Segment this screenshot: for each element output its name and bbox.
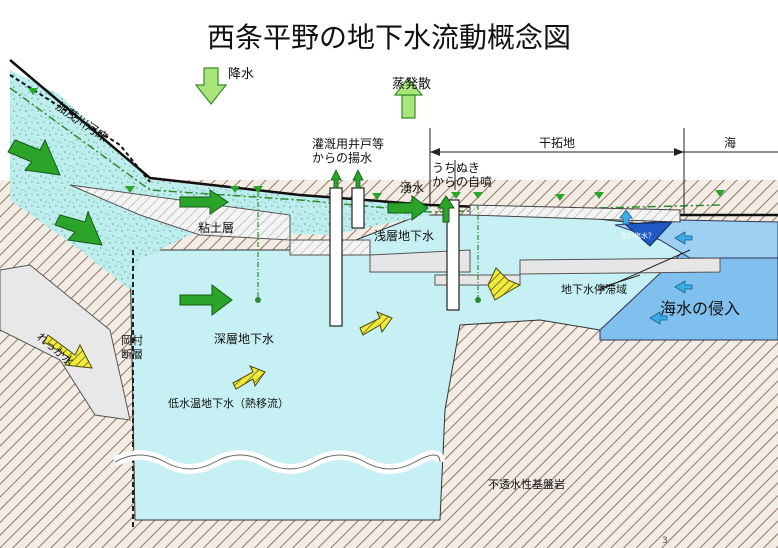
- stagnation-label: 地下水停滞域: [561, 282, 627, 296]
- seawater-arrows: [619, 209, 693, 325]
- ground-surface: [9, 59, 778, 217]
- irrigation-label-1: 灌漑用井戸等: [312, 137, 384, 151]
- river-bed-line: [9, 74, 151, 183]
- diagram-title: 西条平野の地下水流動概念図: [207, 21, 571, 54]
- uchinuki-well: [446, 199, 460, 311]
- clay-layer-right: [519, 257, 721, 275]
- evaporation-label: 蒸発散: [392, 77, 431, 92]
- sea-label: 海: [724, 135, 736, 150]
- old-saltwater-wedge: [623, 221, 674, 247]
- uchinuki-label-1: うちぬき: [432, 161, 480, 175]
- bedrock-label: 不透水性基盤岩: [488, 477, 565, 491]
- irrigation-well-1: [329, 187, 343, 327]
- uchinuki-label-2: からの自噴: [432, 175, 492, 189]
- flow-arrows: [7, 138, 455, 316]
- fissure-zone: [0, 264, 131, 421]
- old-saltwater-label: 古い塩水？: [620, 231, 655, 240]
- fault-label-2: 断層: [121, 347, 143, 361]
- precip-evap-arrows: [194, 67, 424, 119]
- irrigation-well-2: [351, 187, 365, 229]
- clay-layer-lens: [369, 249, 471, 273]
- shallow-gw-label: 浅層地下水: [374, 229, 434, 243]
- piezometer-2: [475, 297, 481, 303]
- cold-gw-label: 低水温地下水（熱移流）: [168, 396, 289, 410]
- water-table-markers: [28, 88, 725, 201]
- yellow-flow-arrows: [43, 267, 522, 390]
- deep-gw-label: 深層地下水: [214, 332, 274, 346]
- clay-layer-label: 粘土層: [198, 220, 234, 235]
- fault-label-1: 岡村: [121, 333, 143, 347]
- pump-arrows: [330, 169, 364, 189]
- page-number: 3: [662, 536, 668, 546]
- seawater-intrusion-label: 海水の侵入: [660, 299, 740, 318]
- clay-layer-upper: [69, 184, 291, 241]
- irrigation-label-2: からの揚水: [312, 151, 372, 165]
- piezometer-1: [255, 297, 261, 303]
- cold-water-wave-outline: [114, 454, 441, 470]
- stagnation-pointer-2: [599, 249, 691, 291]
- rain-label: 降水: [228, 67, 254, 82]
- reclaimed-label: 干拓地: [539, 136, 575, 150]
- spring-label: 湧水: [400, 181, 424, 195]
- gravel-layer: [10, 70, 430, 290]
